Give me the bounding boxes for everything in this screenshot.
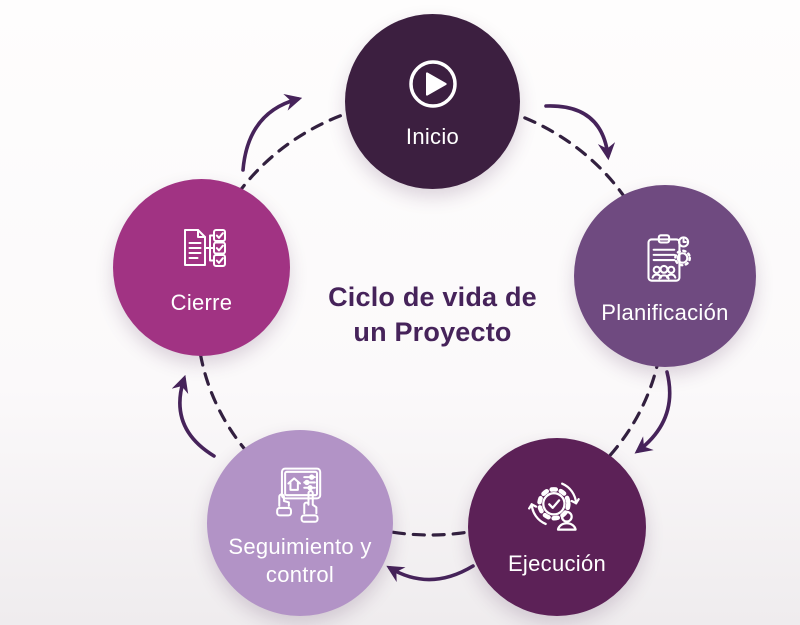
stage-label-planificacion: Planificación [601,299,729,325]
stage-label-inicio: Inicio [405,124,460,150]
diagram-title-line1: Ciclo de vida de [328,282,537,312]
diagram-title: Ciclo de vida de un Proyecto [290,280,575,350]
gear-check-person-icon [524,477,590,543]
stage-planificacion: Planificación [574,185,756,367]
stage-label-cierre: Cierre [170,290,233,316]
arrow-ejecucion-to-seguimiento [386,564,475,583]
arrow-inicio-to-planificacion [544,104,616,161]
stage-label-seguimiento: Seguimiento y control [228,534,372,587]
arrow-cierre-to-inicio [241,93,303,172]
tablet-hands-icon [266,458,334,526]
stage-ejecucion: Ejecución [468,438,646,616]
stage-inicio: Inicio [345,14,520,189]
stage-cierre: Cierre [113,179,290,356]
stage-seguimiento: Seguimiento y control [207,430,393,616]
stage-label-ejecucion: Ejecución [507,550,607,576]
arrow-planificacion-to-ejecucion [634,370,672,454]
flow-arrows [171,93,672,583]
arrow-seguimiento-to-cierre [171,374,216,458]
diagram-title-line2: un Proyecto [353,317,512,348]
play-icon [401,52,465,116]
document-checklist-icon [170,218,234,282]
clipboard-team-icon [632,226,698,292]
